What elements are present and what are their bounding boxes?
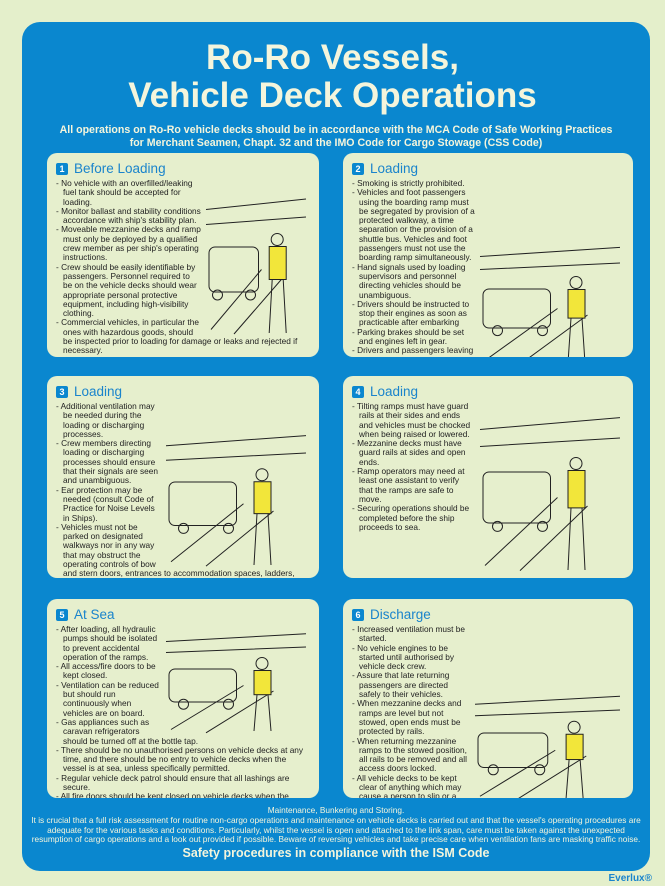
panel-list: Additional ventilation may be needed dur…	[56, 401, 311, 578]
title-line-2: Vehicle Deck Operations	[128, 76, 537, 115]
list-item: No vehicle engines to be started until a…	[352, 643, 625, 672]
ism-statement: Safety procedures in compliance with the…	[182, 846, 490, 860]
footer-heading: Maintenance, Bunkering and Storing.	[267, 805, 405, 815]
panel-discharge-6: 6 Discharge Increased ventilation must b…	[343, 599, 633, 798]
list-item: Crew members directing loading or discha…	[56, 438, 311, 485]
panel-title: Loading	[74, 384, 123, 399]
panel-title: Discharge	[370, 607, 431, 622]
mezzanine-ramp-illustration	[475, 404, 625, 574]
list-item: After loading, all hydraulic pumps shoul…	[56, 624, 311, 662]
discharge-deck-illustration	[470, 687, 625, 798]
stowed-vehicles-illustration	[161, 625, 311, 735]
subtitle-line-2: for Merchant Seamen, Chapt. 32 and the I…	[129, 137, 543, 149]
panel-before-loading-1: 1 Before Loading No vehicle with an over…	[47, 153, 319, 357]
list-item: Commercial vehicles, in particular the o…	[56, 318, 311, 355]
panel-header: 2 Loading	[352, 161, 625, 176]
panel-at-sea-5: 5 At Sea After loading, all hydraulic pu…	[47, 599, 319, 798]
panel-loading-4: 4 Loading Tilting ramps must have guard …	[343, 376, 633, 578]
list-item: All fire doors should be kept closed on …	[56, 792, 311, 798]
list-item: When returning mezzanine ramps to the st…	[352, 736, 625, 774]
panel-number: 2	[352, 162, 364, 175]
list-item: Monitor ballast and stability conditions…	[56, 206, 311, 226]
panel-number: 1	[56, 162, 68, 175]
list-item: Increased ventilation must be started.	[352, 624, 625, 644]
list-item: Vehicles must not be parked on designate…	[56, 522, 311, 578]
list-item: All vehicle decks to be kept clear of an…	[352, 773, 625, 798]
panel-list: Increased ventilation must be started.No…	[352, 624, 625, 798]
panel-list: Smoking is strictly prohibited.Vehicles …	[352, 178, 625, 357]
panel-header: 1 Before Loading	[56, 161, 311, 176]
panel-loading-2: 2 Loading Smoking is strictly prohibited…	[343, 153, 633, 357]
panel-number: 6	[352, 608, 364, 621]
list-item: Ramp operators may need at least one ass…	[352, 466, 625, 504]
crew-checking-truck-leak-illustration	[201, 187, 311, 337]
panel-loading-3: 3 Loading Additional ventilation may be …	[47, 376, 319, 578]
title-line-1: Ro-Ro Vessels,	[206, 38, 459, 77]
list-item: Mezzanine decks must have guard rails at…	[352, 439, 625, 467]
panel-number: 5	[56, 608, 68, 621]
panel-header: 5 At Sea	[56, 607, 311, 622]
list-item: All vehicle deck operations should be su…	[56, 355, 311, 357]
list-item: Drivers and passengers leaving their veh…	[352, 346, 625, 357]
list-item: Smoking is strictly prohibited.	[352, 178, 625, 188]
panel-title: Loading	[370, 384, 419, 399]
subtitle-line-1: All operations on Ro-Ro vehicle decks sh…	[59, 124, 613, 136]
panel-header: 3 Loading	[56, 384, 311, 399]
list-item: Gas appliances such as caravan refrigera…	[56, 717, 311, 746]
panel-list: No vehicle with an overfilled/leaking fu…	[56, 178, 311, 357]
panel-list: After loading, all hydraulic pumps shoul…	[56, 624, 311, 798]
list-item: There should be no unauthorised persons …	[56, 745, 311, 774]
list-item: Ear protection may be needed (consult Co…	[56, 485, 311, 523]
list-item: Parking brakes should be set and engines…	[352, 327, 625, 347]
list-item: Drivers should be instructed to stop the…	[352, 299, 625, 328]
panel-title: Before Loading	[74, 161, 166, 176]
vehicle-deck-bus-illustration	[161, 424, 311, 569]
everlux-logo: Everlux®	[608, 873, 652, 884]
list-item: All access/fire doors to be kept closed.	[56, 662, 311, 681]
footer-text: It is crucial that a full risk assessmen…	[31, 815, 641, 845]
list-item: Moveable mezzanine decks and ramp must o…	[56, 225, 311, 262]
list-item: Assure that late returning passengers ar…	[352, 671, 625, 699]
panel-list: Tilting ramps must have guard rails at t…	[352, 401, 625, 532]
panel-header: 6 Discharge	[352, 607, 625, 622]
list-item: Additional ventilation may be needed dur…	[56, 401, 311, 439]
list-item: When mezzanine decks and ramps are level…	[352, 699, 625, 736]
boarding-ramp-illustration	[475, 237, 625, 357]
list-item: Vehicles and foot passengers using the b…	[352, 188, 625, 262]
list-item: Hand signals used by loading supervisors…	[352, 262, 625, 300]
subtitle: All operations on Ro-Ro vehicle decks sh…	[22, 124, 650, 150]
panel-title: At Sea	[74, 607, 115, 622]
panel-title: Loading	[370, 161, 419, 176]
panel-number: 3	[56, 385, 68, 398]
list-item: Tilting ramps must have guard rails at t…	[352, 401, 625, 439]
list-item: Securing operations should be completed …	[352, 504, 625, 532]
panel-number: 4	[352, 385, 364, 398]
list-item: Crew should be easily identifiable by pa…	[56, 262, 311, 319]
list-item: Regular vehicle deck patrol should ensur…	[56, 773, 311, 793]
list-item: No vehicle with an overfilled/leaking fu…	[56, 178, 311, 207]
list-item: Ventilation can be reduced but should ru…	[56, 680, 311, 718]
panel-header: 4 Loading	[352, 384, 625, 399]
